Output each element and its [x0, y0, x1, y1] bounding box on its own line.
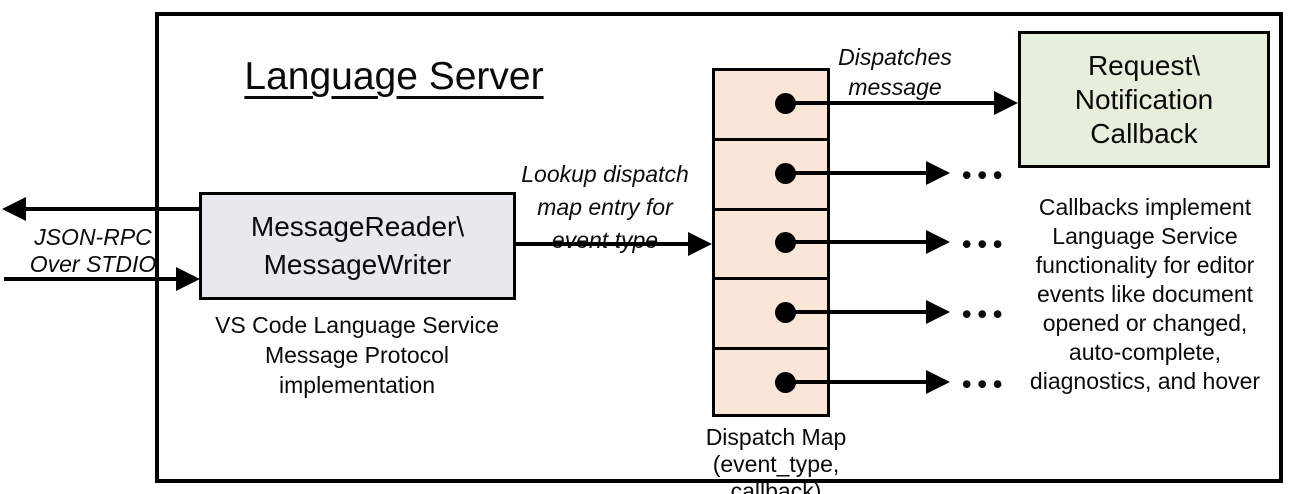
callbacks-note-line2: Language Service [1052, 223, 1238, 249]
arrow-right-icon [176, 267, 200, 291]
callbacks-note-line6: auto-complete, [1068, 339, 1222, 365]
dispatch-entry-dot [775, 93, 796, 114]
dispatch-arrow-line [786, 380, 928, 384]
arrow-right-icon [926, 161, 950, 185]
ellipsis-icon: ••• [962, 299, 1009, 329]
dispatch-entry-dot [775, 372, 796, 393]
stdio-label: JSON-RPC Over STDIO [18, 224, 168, 278]
callbacks-note-line4: events like document [1036, 281, 1254, 307]
reader-box-line1: MessageReader\ [250, 211, 465, 242]
arrow-left-icon [2, 197, 26, 221]
dispatch-entry-dot [775, 232, 796, 253]
dispatch-map-divider [715, 277, 827, 280]
dispatch-arrow-line [786, 310, 928, 314]
dispatch-arrow-line [786, 240, 928, 244]
dispatches-message-label: Dispatches message [815, 42, 975, 102]
arrow-right-icon [926, 300, 950, 324]
stdio-label-line1: JSON-RPC [34, 224, 152, 250]
callbacks-note-line7: diagnostics, and hover [1029, 368, 1261, 394]
dispatch-entry-dot [775, 302, 796, 323]
callbacks-note-line1: Callbacks implement [1038, 194, 1252, 220]
arrow-right-icon [926, 370, 950, 394]
dispatch-map-caption-line1: Dispatch Map [705, 424, 847, 450]
dispatches-label-line2: message [848, 74, 942, 100]
reader-box-line2: MessageWriter [263, 249, 452, 280]
callbacks-note: Callbacks implement Language Service fun… [1013, 193, 1277, 396]
dispatch-arrow-line [786, 101, 996, 105]
lookup-dispatch-label: Lookup dispatch map entry for event type [503, 158, 707, 257]
dispatch-entry-dot [775, 163, 796, 184]
stdio-out-arrow-line [24, 207, 200, 211]
callback-box-line1: Request\ [1087, 49, 1201, 81]
reader-box-caption: VS Code Language Service Message Protoco… [187, 310, 527, 400]
stdio-in-arrow-line [4, 277, 178, 281]
arrow-right-icon [926, 230, 950, 254]
ellipsis-icon: ••• [962, 229, 1009, 259]
ellipsis-icon: ••• [962, 369, 1009, 399]
callback-box-line2: Notification [1074, 83, 1214, 115]
dispatch-map-divider [715, 347, 827, 350]
stdio-label-line2: Over STDIO [29, 251, 157, 277]
ellipsis-icon: ••• [962, 160, 1009, 190]
arrow-right-icon [994, 91, 1018, 115]
lookup-label-line1: Lookup dispatch [521, 161, 689, 187]
diagram-title: Language Server [244, 55, 544, 98]
lookup-arrow-line [516, 242, 690, 246]
reader-caption-line1: VS Code Language Service [215, 312, 499, 338]
dispatch-map-divider [715, 138, 827, 141]
message-reader-writer-box: MessageReader\ MessageWriter [199, 192, 516, 300]
lookup-label-line3: event type [551, 227, 659, 253]
lookup-label-line2: map entry for [537, 194, 673, 220]
dispatch-map-caption-line2: (event_type, callback) [712, 451, 840, 494]
arrow-right-icon [688, 232, 712, 256]
dispatch-map-caption: Dispatch Map (event_type, callback) [676, 424, 876, 494]
dispatches-label-line1: Dispatches [838, 44, 952, 70]
request-notification-callback-box: Request\ Notification Callback [1018, 31, 1270, 168]
dispatch-map-divider [715, 208, 827, 211]
callbacks-note-line5: opened or changed, [1042, 310, 1248, 336]
callbacks-note-line3: functionality for editor [1035, 252, 1255, 278]
callback-box-line3: Callback [1090, 117, 1198, 149]
reader-caption-line2: Message Protocol implementation [264, 342, 450, 398]
dispatch-arrow-line [786, 171, 928, 175]
